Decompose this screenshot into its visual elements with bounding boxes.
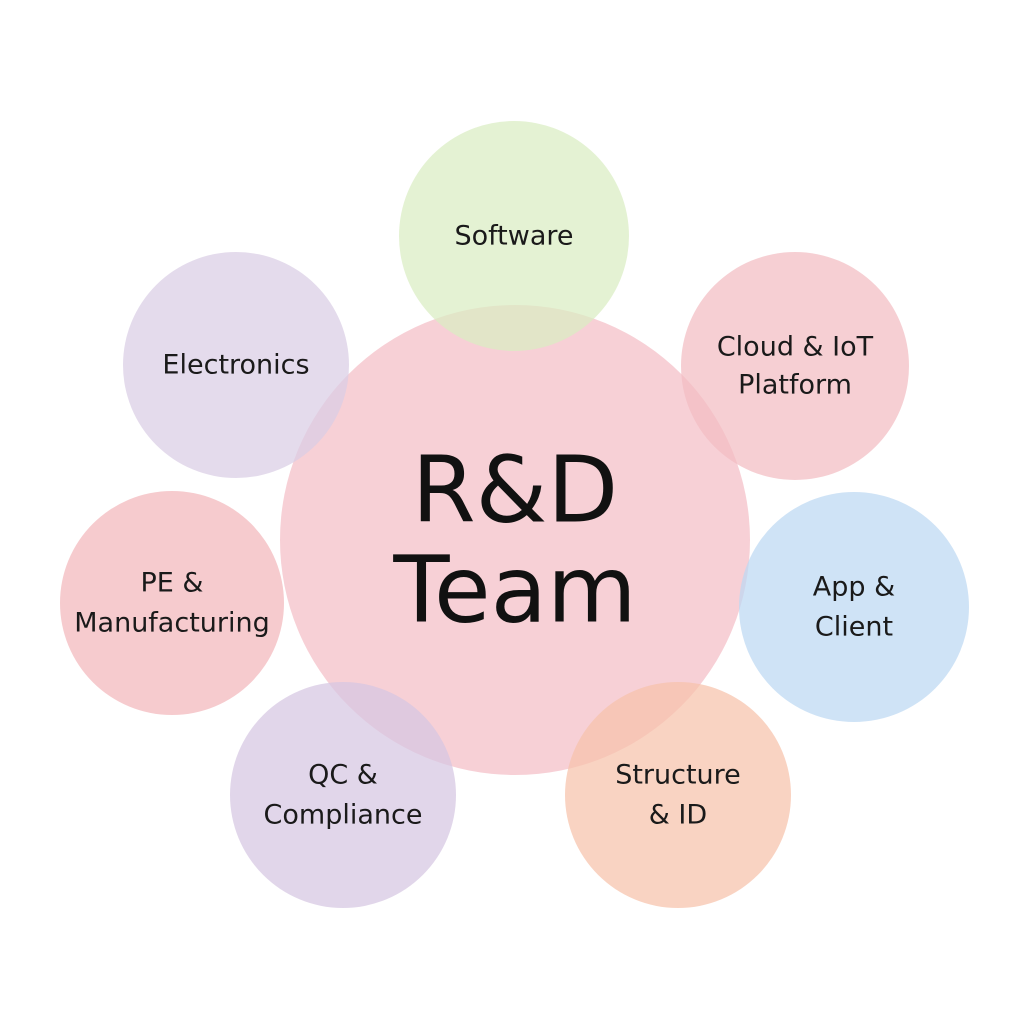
bubble-cloud-iot-circle xyxy=(681,252,909,480)
bubble-cloud-iot: Cloud & IoT Platform xyxy=(681,252,909,480)
center-bubble-rd-team-label-line-1: R&D xyxy=(412,437,619,544)
bubble-electronics: Electronics xyxy=(123,252,349,478)
bubble-structure-id-label-line-2: & ID xyxy=(649,800,707,831)
bubble-pe-manufacturing-circle xyxy=(60,491,284,715)
bubble-app-client: App & Client xyxy=(739,492,969,722)
bubble-qc-compliance-circle xyxy=(230,682,456,908)
bubble-structure-id: Structure & ID xyxy=(565,682,791,908)
bubble-software-label-line-1: Software xyxy=(454,221,573,252)
bubble-electronics-label-line-1: Electronics xyxy=(162,350,309,381)
bubble-pe-manufacturing-label-line-1: PE & xyxy=(141,568,204,599)
center-bubble-rd-team-label-line-2: Team xyxy=(392,537,636,644)
bubble-qc-compliance-label-line-1: QC & xyxy=(308,760,378,791)
center-bubble-rd-team-circle xyxy=(280,305,750,775)
bubble-pe-manufacturing: PE & Manufacturing xyxy=(60,491,284,715)
bubble-pe-manufacturing-label-line-2: Manufacturing xyxy=(74,608,270,639)
bubble-software-circle xyxy=(399,121,629,351)
center-bubble-rd-team xyxy=(280,305,750,775)
bubble-electronics-circle xyxy=(123,252,349,478)
bubble-qc-compliance: QC & Compliance xyxy=(230,682,456,908)
bubble-structure-id-circle xyxy=(565,682,791,908)
bubble-app-client-label-line-1: App & xyxy=(813,572,895,603)
bubble-qc-compliance-label-line-2: Compliance xyxy=(264,800,423,831)
bubble-app-client-label-line-2: Client xyxy=(815,612,893,643)
bubble-structure-id-label-line-1: Structure xyxy=(615,760,741,791)
bubble-cloud-iot-label-line-1: Cloud & IoT xyxy=(717,332,874,363)
bubble-software: Software xyxy=(399,121,629,351)
bubble-cloud-iot-label-line-2: Platform xyxy=(738,370,852,401)
bubble-app-client-circle xyxy=(739,492,969,722)
